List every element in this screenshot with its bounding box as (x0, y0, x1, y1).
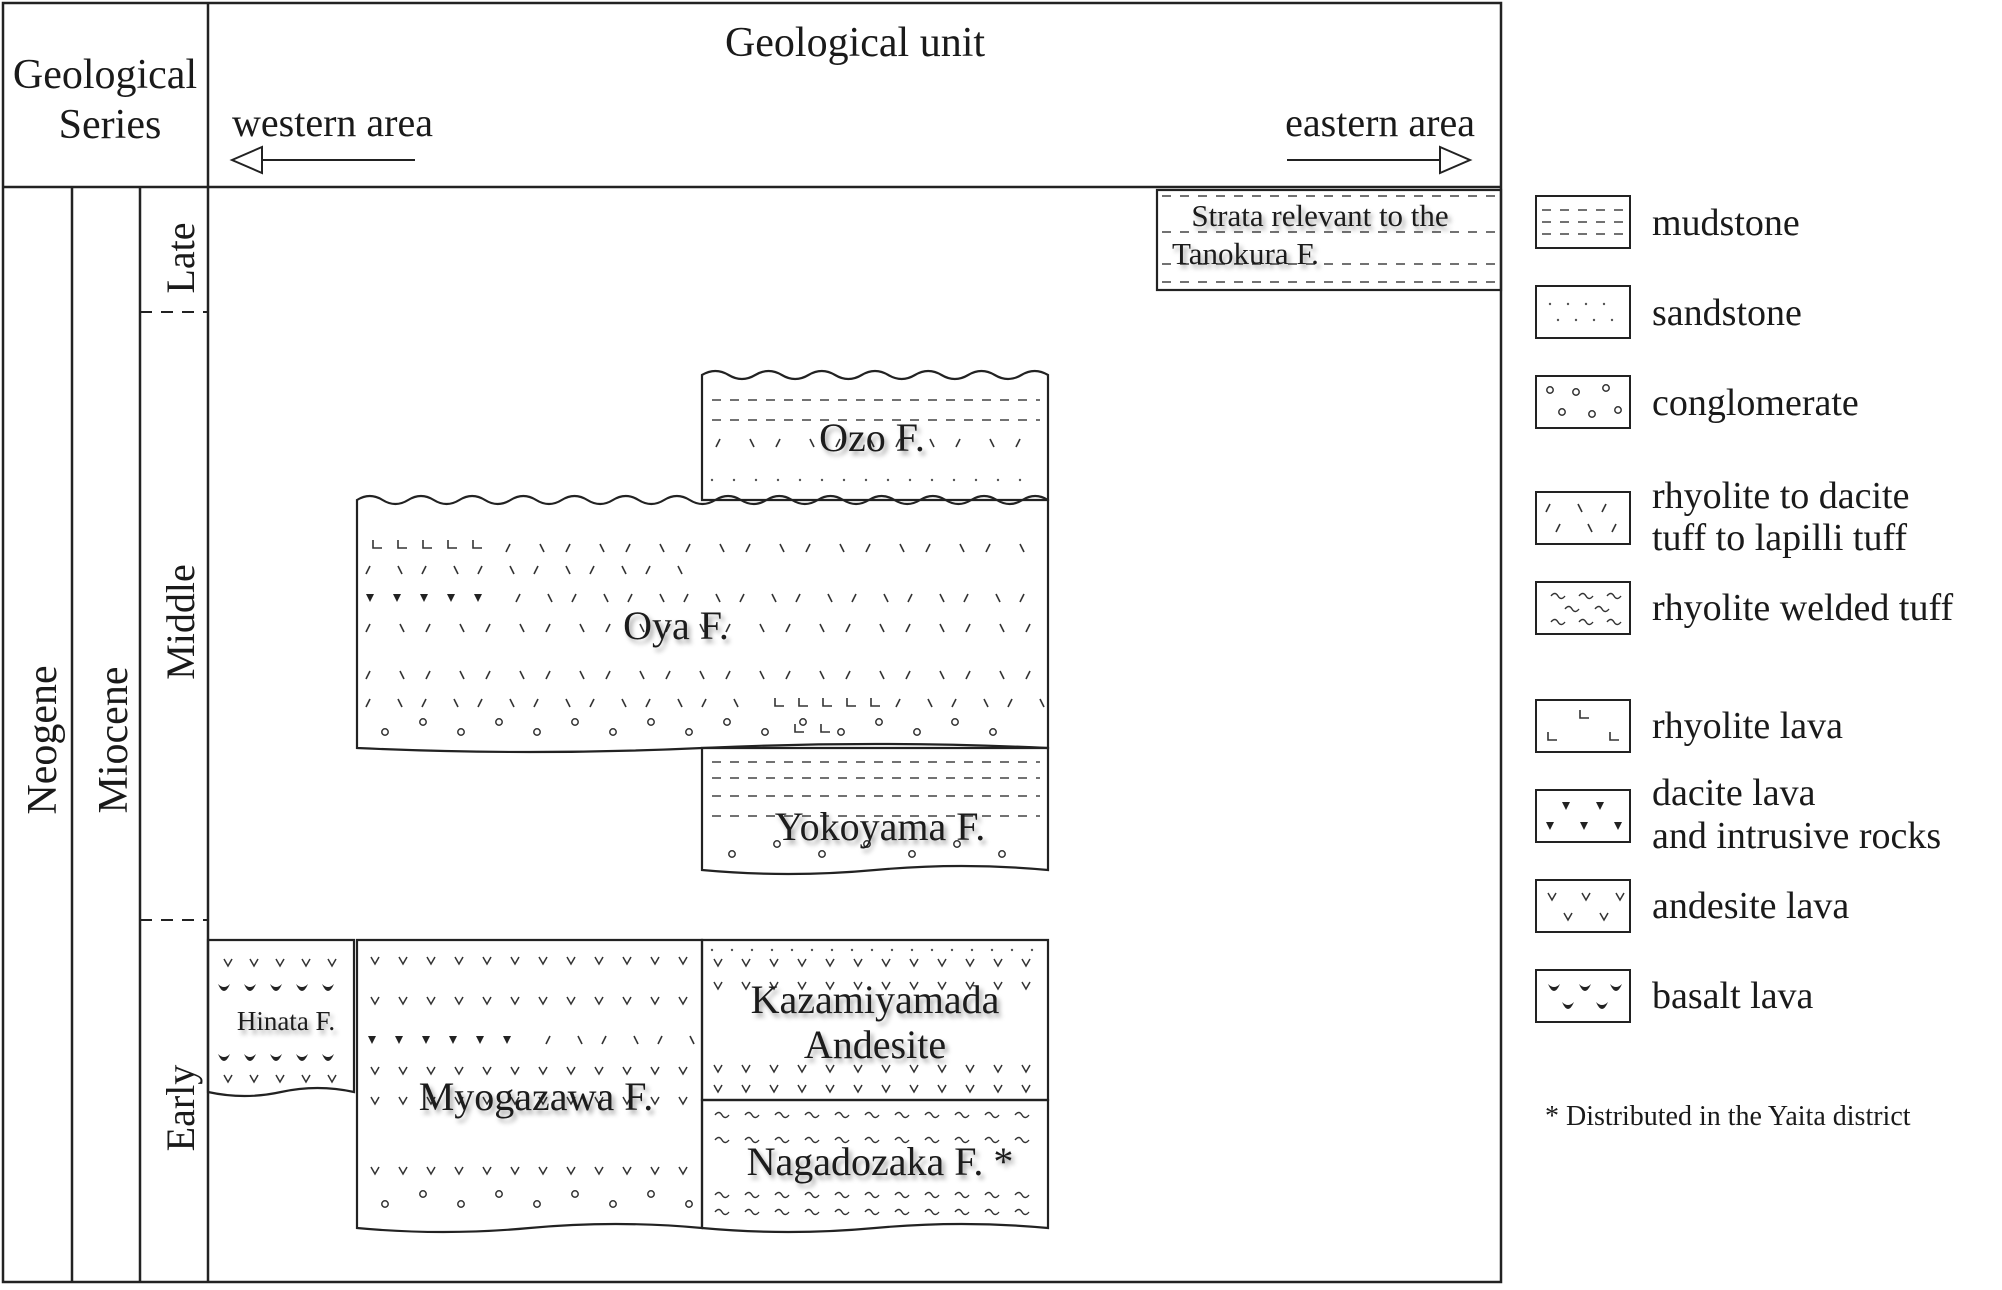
legend-rhyolite-lava-label: rhyolite lava (1652, 705, 1843, 747)
legend-conglomerate-label: conglomerate (1652, 382, 1859, 424)
legend-rhyolite-tuff-label-line2: tuff to lapilli tuff (1652, 517, 1907, 559)
legend-dacite-label-line2: and intrusive rocks (1652, 815, 1941, 857)
footnote: * Distributed in the Yaita district (1545, 1101, 1911, 1132)
legend-mudstone-icon (1535, 195, 1631, 249)
legend-conglomerate-icon (1535, 375, 1631, 429)
legend-dacite-lava-icon (1535, 789, 1631, 843)
oya-formation-outline (355, 494, 1050, 754)
yokoyama-formation-outline (700, 746, 1050, 876)
chart-frame (1, 1, 1503, 1284)
strata-tanokura-label-line1: Strata relevant to the (1191, 198, 1448, 233)
subdivision-late: Late (158, 222, 203, 293)
oya-formation-label: Oya F. (623, 603, 729, 648)
kazamiyamada-andesite-label-line1: Kazamiyamada (751, 977, 1000, 1022)
legend-mudstone-label: mudstone (1652, 202, 1800, 244)
kazamiyamada-andesite-label-line2: Andesite (804, 1022, 946, 1067)
legend-rhyolite-lava-icon (1535, 699, 1631, 753)
yokoyama-formation-block (700, 746, 1050, 876)
myogazawa-formation-outline (355, 938, 704, 1234)
legend-welded-tuff-icon (1535, 581, 1631, 635)
legend-swatches (1535, 195, 1631, 1023)
epoch-label: Miocene (91, 667, 137, 814)
nagadozaka-formation-label: Nagadozaka F. * (747, 1139, 1014, 1184)
subdivision-dividers (140, 311, 208, 921)
legend-dacite-label-line1: dacite lava (1652, 772, 1816, 814)
myogazawa-formation-label: Myogazawa F. (419, 1074, 654, 1119)
legend-rhyolite-tuff-label-line1: rhyolite to dacite (1652, 475, 1909, 517)
strata-tanokura-block (1155, 188, 1503, 292)
series-title-line1: Geological (13, 52, 197, 98)
legend-basalt-label: basalt lava (1652, 975, 1814, 1017)
legend-rhyolite-tuff-icon (1535, 491, 1631, 545)
legend-andesite-label: andesite lava (1652, 885, 1849, 927)
ozo-formation-block (700, 369, 1050, 502)
nagadozaka-formation-outline (700, 1098, 1050, 1234)
unit-title: Geological unit (725, 20, 985, 66)
subdivision-early: Early (158, 1065, 203, 1152)
nagadozaka-formation-block (700, 1098, 1050, 1234)
kazamiyamada-andesite-block (700, 938, 1050, 1102)
hinata-formation-outline (206, 938, 356, 1098)
hinata-formation-label: Hinata F. (237, 1006, 335, 1036)
eastern-area-label: eastern area (1285, 100, 1475, 145)
east-arrow-icon (1287, 145, 1473, 175)
ozo-formation-outline (700, 369, 1050, 502)
western-area-label: western area (232, 100, 433, 145)
series-title-line2: Series (59, 102, 162, 148)
yokoyama-formation-label: Yokoyama F. (775, 804, 986, 849)
legend-welded-tuff-label: rhyolite welded tuff (1652, 587, 1953, 629)
strata-tanokura-label-line2: Tanokura F. (1172, 236, 1319, 271)
myogazawa-formation-block (355, 938, 704, 1234)
subdivision-middle: Middle (158, 564, 203, 680)
oya-formation-block (355, 494, 1050, 754)
hinata-formation-block (206, 938, 356, 1098)
legend-basalt-lava-icon (1535, 969, 1631, 1023)
west-arrow-icon (229, 145, 415, 175)
formation-blocks (206, 188, 1503, 1234)
legend-sandstone-label: sandstone (1652, 292, 1802, 334)
legend-sandstone-icon (1535, 285, 1631, 339)
ozo-formation-label: Ozo F. (819, 415, 925, 460)
legend-andesite-lava-icon (1535, 879, 1631, 933)
period-label: Neogene (20, 665, 66, 814)
